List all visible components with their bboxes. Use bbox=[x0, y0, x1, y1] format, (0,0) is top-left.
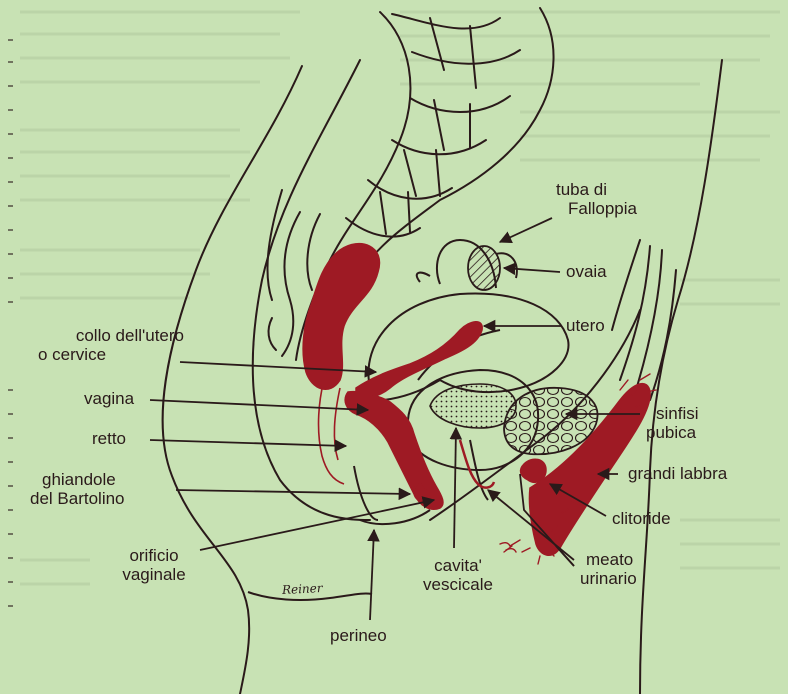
diagram-page: tuba di Falloppia ovaia utero collo dell… bbox=[0, 0, 788, 694]
signature-line bbox=[0, 0, 788, 694]
